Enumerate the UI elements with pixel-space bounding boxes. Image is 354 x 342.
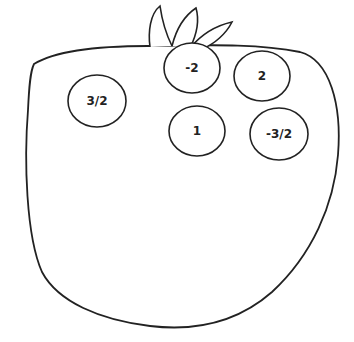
circle-shape <box>169 106 225 156</box>
leaf <box>172 8 198 48</box>
number-label: -2 <box>185 61 198 75</box>
number-circle: 1 <box>168 105 226 157</box>
circle-shape <box>68 75 126 127</box>
number-label: 3/2 <box>86 94 107 108</box>
number-label: 2 <box>258 69 266 83</box>
circle-shape <box>234 51 290 101</box>
circle-shape <box>250 108 308 160</box>
number-circle: -3/2 <box>249 107 309 161</box>
number-circle: 3/2 <box>67 74 127 128</box>
number-label: 1 <box>193 124 201 138</box>
circle-shape <box>164 43 220 93</box>
number-circle: -2 <box>163 42 221 94</box>
number-label: -3/2 <box>266 127 292 141</box>
leaf <box>149 6 172 47</box>
number-circle: 2 <box>233 50 291 102</box>
